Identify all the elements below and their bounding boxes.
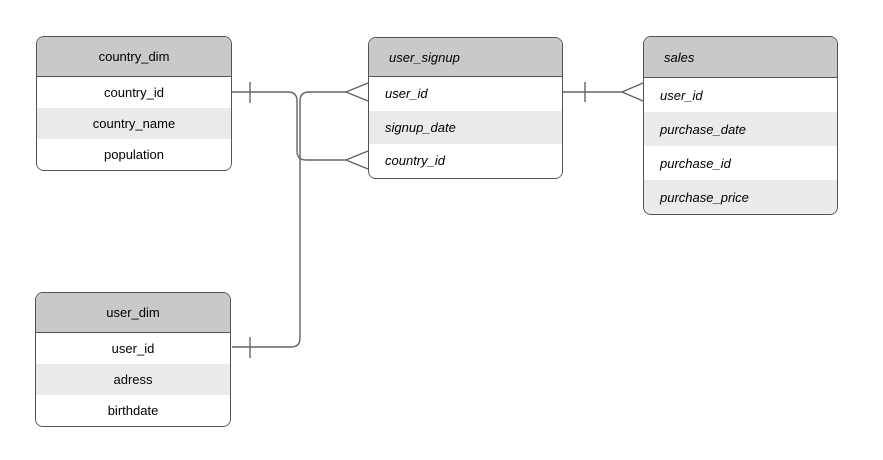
- entity-title-sales: sales: [644, 37, 837, 78]
- field-sales-purchase_date: purchase_date: [644, 112, 837, 146]
- field-sales-purchase_id: purchase_id: [644, 146, 837, 180]
- relationship-line: [232, 91, 346, 348]
- field-user_signup-user_id: user_id: [369, 77, 562, 111]
- cardinality-many-crowfoot-icon: [621, 82, 644, 102]
- field-user_dim-user_id: user_id: [36, 333, 230, 364]
- field-country_dim-country_name: country_name: [37, 108, 231, 139]
- relationship-user_dim-to-user_signup: [232, 82, 369, 358]
- field-country_dim-country_id: country_id: [37, 77, 231, 108]
- field-user_dim-birthdate: birthdate: [36, 395, 230, 426]
- entity-title-user_dim: user_dim: [36, 293, 230, 333]
- field-user_signup-signup_date: signup_date: [369, 110, 562, 144]
- relationship-country_dim-to-user_signup: [232, 82, 369, 170]
- field-sales-user_id: user_id: [644, 78, 837, 112]
- entity-title-country_dim: country_dim: [37, 37, 231, 77]
- field-sales-purchase_price: purchase_price: [644, 180, 837, 214]
- cardinality-many-crowfoot-icon: [345, 82, 369, 102]
- entity-title-user_signup: user_signup: [369, 38, 562, 77]
- cardinality-many-crowfoot-icon: [345, 150, 369, 170]
- field-user_signup-country_id: country_id: [369, 144, 562, 178]
- relationship-user_signup-to-sales: [563, 82, 644, 102]
- relationship-line: [232, 91, 346, 161]
- field-country_dim-population: population: [37, 139, 231, 170]
- field-user_dim-adress: adress: [36, 364, 230, 395]
